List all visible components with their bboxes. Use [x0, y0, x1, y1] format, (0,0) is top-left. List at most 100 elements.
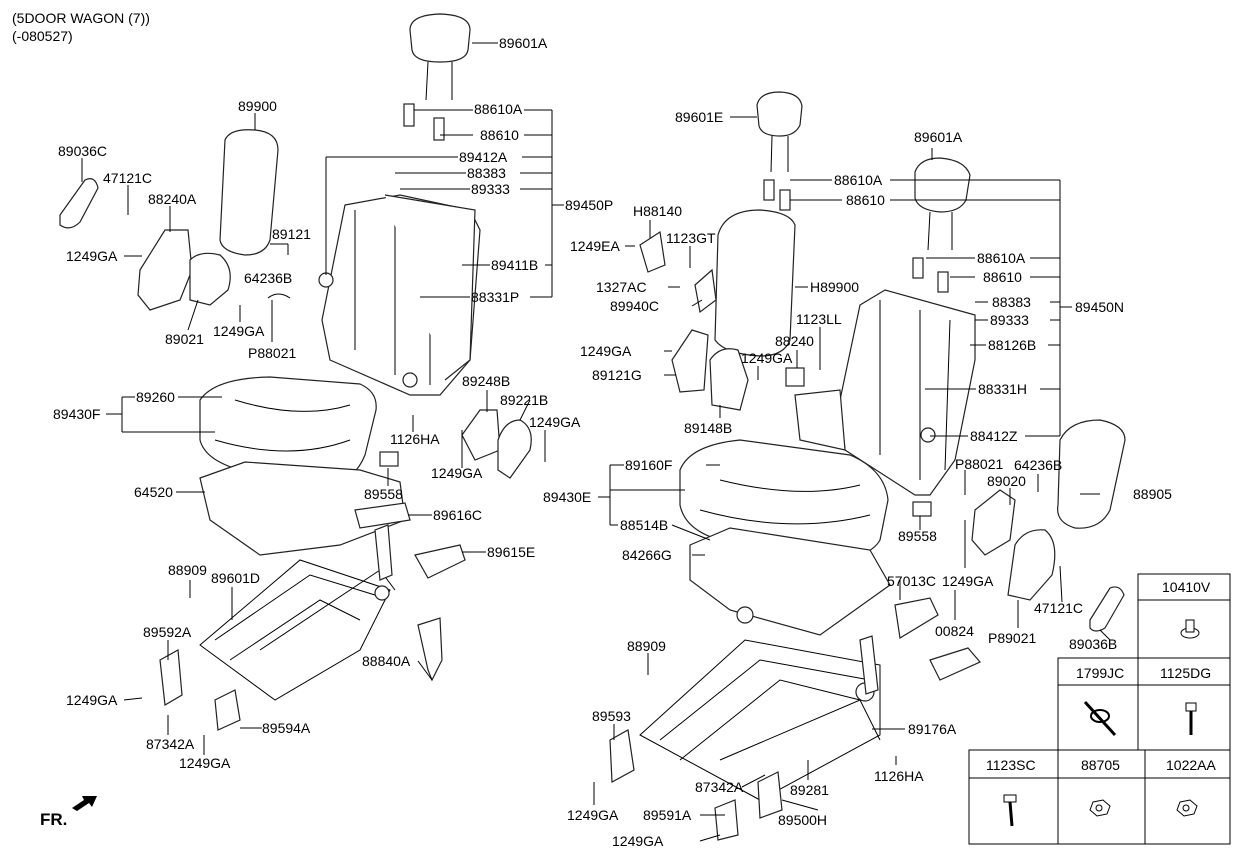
headrest-left	[409, 13, 471, 101]
cover-89616C	[354, 502, 411, 529]
seatback-left	[318, 194, 481, 396]
front-label: FR.	[40, 810, 67, 829]
label-89020: 89020	[987, 473, 1026, 489]
label-89121G: 89121G	[592, 367, 642, 383]
label-89500H: 89500H	[778, 812, 827, 828]
label-1249GA: 1249GA	[529, 414, 581, 430]
label-64236B: 64236B	[1014, 457, 1062, 473]
label-1249GA: 1249GA	[942, 573, 994, 589]
seat-track-right	[639, 606, 881, 801]
clip-10410V-icon	[1180, 619, 1200, 639]
label-89601E: 89601E	[675, 109, 723, 125]
label-89248B: 89248B	[462, 373, 510, 389]
legend-header-1022AA: 1022AA	[1166, 757, 1216, 773]
label-89412A: 89412A	[459, 149, 508, 165]
label-89036B: 89036B	[1069, 636, 1117, 652]
legend-header-1799JC: 1799JC	[1076, 665, 1124, 681]
cushion-left	[199, 376, 377, 487]
label-1126HA: 1126HA	[874, 768, 924, 784]
label-88240: 88240	[775, 333, 814, 349]
bracket-H88140	[639, 230, 666, 273]
headrest-right-large	[914, 157, 971, 251]
label-88331P: 88331P	[471, 289, 519, 305]
bracket-89592A	[159, 649, 183, 706]
clip-89558-left	[379, 451, 399, 467]
label-89036C: 89036C	[58, 143, 107, 159]
label-00824: 00824	[935, 623, 974, 639]
label-89333: 89333	[471, 181, 510, 197]
screw-1123SC-icon	[1003, 794, 1017, 827]
cover-89148B	[709, 348, 749, 411]
guide-88610-r	[779, 189, 791, 211]
guide-88610-r2	[937, 271, 949, 293]
legend-header-10410V: 10410V	[1162, 579, 1211, 595]
cover-P89021	[1007, 529, 1056, 601]
label-88383: 88383	[992, 294, 1031, 310]
label-89260: 89260	[136, 389, 175, 405]
legend-header-1125DG: 1125DG	[1160, 665, 1211, 681]
side-cover-89900	[219, 129, 279, 256]
label-88909: 88909	[627, 638, 666, 654]
front-direction-indicator: FR.	[40, 796, 97, 829]
label-89121: 89121	[272, 226, 311, 242]
label-88514B: 88514B	[620, 517, 668, 533]
label-1123GT: 1123GT	[666, 230, 716, 246]
label-89601A: 89601A	[914, 129, 963, 145]
label-89160F: 89160F	[625, 457, 672, 473]
leader-lines	[81, 42, 1111, 842]
label-89601A: 89601A	[499, 35, 548, 51]
label-88383: 88383	[467, 165, 506, 181]
legend-header-88705: 88705	[1081, 757, 1120, 773]
label-64236B: 64236B	[244, 270, 292, 286]
label-89615E: 89615E	[487, 544, 535, 560]
date-caption: (-080527)	[12, 28, 73, 44]
label-89940C: 89940C	[610, 298, 659, 314]
label-H88140: H88140	[633, 203, 682, 219]
label-1123LL: 1123LL	[796, 311, 842, 327]
cover-89221B	[497, 419, 532, 479]
label-89430F: 89430F	[53, 406, 100, 422]
label-89594A: 89594A	[262, 720, 311, 736]
label-88610: 88610	[480, 127, 519, 143]
label-1126HA: 1126HA	[390, 431, 440, 447]
label-1249GA: 1249GA	[431, 465, 483, 481]
label-89601D: 89601D	[211, 570, 260, 586]
recliner-lever-left	[59, 178, 99, 229]
headrest-right-small	[756, 91, 803, 173]
label-88331H: 88331H	[978, 381, 1027, 397]
label-P88021: P88021	[955, 456, 1003, 472]
legend-header-1123SC: 1123SC	[986, 757, 1036, 773]
handle-88840A	[417, 617, 443, 682]
label-88610: 88610	[983, 269, 1022, 285]
cover-89615-r	[929, 647, 981, 681]
label-88412Z: 88412Z	[970, 428, 1018, 444]
nut-1022AA-icon	[1176, 799, 1198, 817]
label-1249GA: 1249GA	[66, 248, 118, 264]
label-87342A: 87342A	[146, 736, 195, 752]
recliner-89020	[971, 489, 1016, 556]
label-P89021: P89021	[988, 630, 1036, 646]
bracket-89593	[609, 729, 635, 783]
label-1249GA: 1249GA	[179, 755, 231, 771]
seat-track-left	[199, 524, 396, 701]
nut-88705-icon	[1089, 799, 1111, 817]
screw-1125DG-icon	[1185, 702, 1197, 735]
fastener-legend-table: 10410V 1799JC 1125DG 1123SC 88705 1022AA	[968, 573, 1231, 845]
label-88240A: 88240A	[148, 191, 197, 207]
label-89900: 89900	[238, 98, 277, 114]
label-47121C: 47121C	[1034, 600, 1083, 616]
label-89592A: 89592A	[143, 624, 192, 640]
label-P88021: P88021	[248, 345, 296, 361]
label-1249GA: 1249GA	[213, 323, 265, 339]
label-88610A: 88610A	[977, 250, 1026, 266]
label-88840A: 88840A	[362, 653, 411, 669]
label-89281: 89281	[790, 782, 829, 798]
bracket-89940C	[694, 268, 717, 314]
label-H89900: H89900	[810, 279, 859, 295]
label-89411B: 89411B	[491, 257, 538, 273]
cover-89615E	[414, 544, 466, 579]
label-1249GA: 1249GA	[741, 350, 793, 366]
label-89593: 89593	[592, 708, 631, 724]
clip-88240	[785, 367, 805, 387]
label-89333: 89333	[990, 312, 1029, 328]
